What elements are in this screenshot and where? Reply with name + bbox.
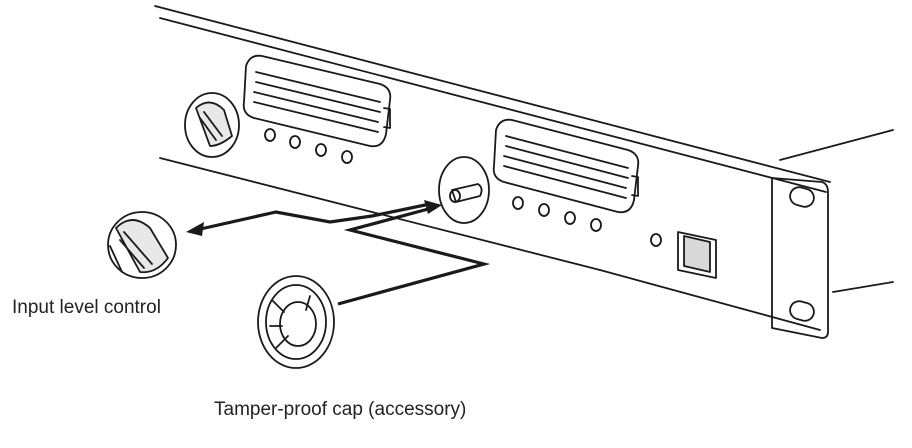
- control-shaft: [438, 156, 490, 224]
- rack-hole-top: [789, 186, 815, 208]
- power-led: [650, 233, 662, 247]
- input-knob-installed: [184, 92, 240, 158]
- led-row-1: [264, 128, 353, 164]
- input-level-knob: [107, 211, 177, 279]
- meter-window-1: [242, 54, 392, 148]
- tamper-proof-cap: [257, 275, 335, 369]
- tamper-proof-cap-label: Tamper-proof cap (accessory): [214, 399, 467, 420]
- meter-window-2: [492, 118, 640, 214]
- input-level-control-label: Input level control: [12, 297, 161, 318]
- removal-arrowhead: [186, 222, 204, 236]
- amplifier-chassis: [154, 5, 894, 331]
- attach-arrow: [337, 206, 491, 306]
- led-row-2: [512, 196, 602, 232]
- power-switch: [677, 231, 717, 279]
- rack-hole-bottom: [789, 300, 815, 322]
- rack-ear: [771, 177, 829, 339]
- removal-arrow: [195, 202, 431, 232]
- attach-arrowhead: [424, 200, 442, 214]
